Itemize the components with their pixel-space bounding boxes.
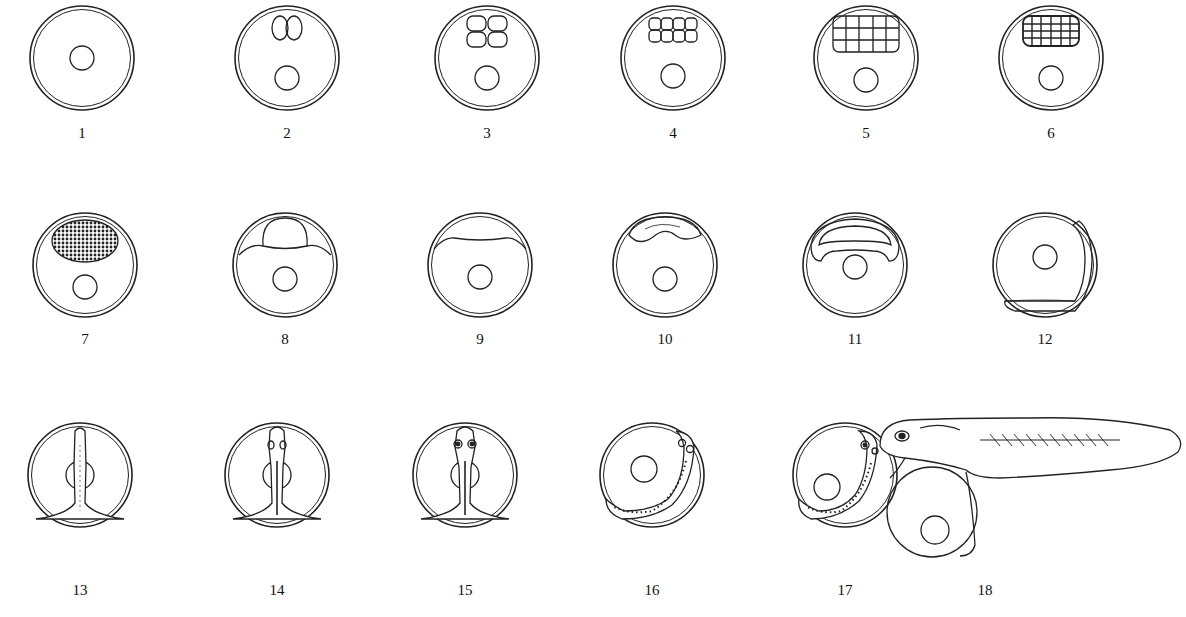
callout-number: 10 xyxy=(658,332,673,347)
stage-5 xyxy=(814,6,918,110)
callout-number: 17 xyxy=(838,583,853,598)
callout-number: 11 xyxy=(848,332,862,347)
stage-13 xyxy=(28,423,132,527)
callout-number: 3 xyxy=(483,126,491,141)
stage-1 xyxy=(30,6,134,110)
callout-number: 1 xyxy=(78,126,86,141)
stage-8 xyxy=(233,213,337,317)
callout-number: 7 xyxy=(81,332,89,347)
callout-number: 2 xyxy=(283,126,291,141)
stage-6 xyxy=(999,6,1103,110)
stage-16 xyxy=(600,423,704,527)
stage-3 xyxy=(435,6,539,110)
stage-4 xyxy=(621,6,725,110)
stage-2 xyxy=(235,6,339,110)
callout-number: 8 xyxy=(281,332,289,347)
stage-14 xyxy=(225,423,329,527)
stage-18 xyxy=(880,418,1181,557)
stage-7 xyxy=(33,213,137,317)
callout-number: 15 xyxy=(458,583,473,598)
callout-number: 12 xyxy=(1038,332,1053,347)
callout-number: 14 xyxy=(270,583,285,598)
callout-number: 4 xyxy=(669,126,677,141)
stage-10 xyxy=(613,213,717,317)
stage-9 xyxy=(428,213,532,317)
callout-number: 5 xyxy=(862,126,870,141)
stage-11 xyxy=(803,213,907,317)
callout-number: 13 xyxy=(73,583,88,598)
stage-15 xyxy=(413,423,517,527)
callout-number: 16 xyxy=(645,583,660,598)
stage-12 xyxy=(993,213,1097,317)
callout-number: 9 xyxy=(476,332,484,347)
callout-number: 18 xyxy=(978,583,993,598)
callout-number: 6 xyxy=(1047,126,1055,141)
